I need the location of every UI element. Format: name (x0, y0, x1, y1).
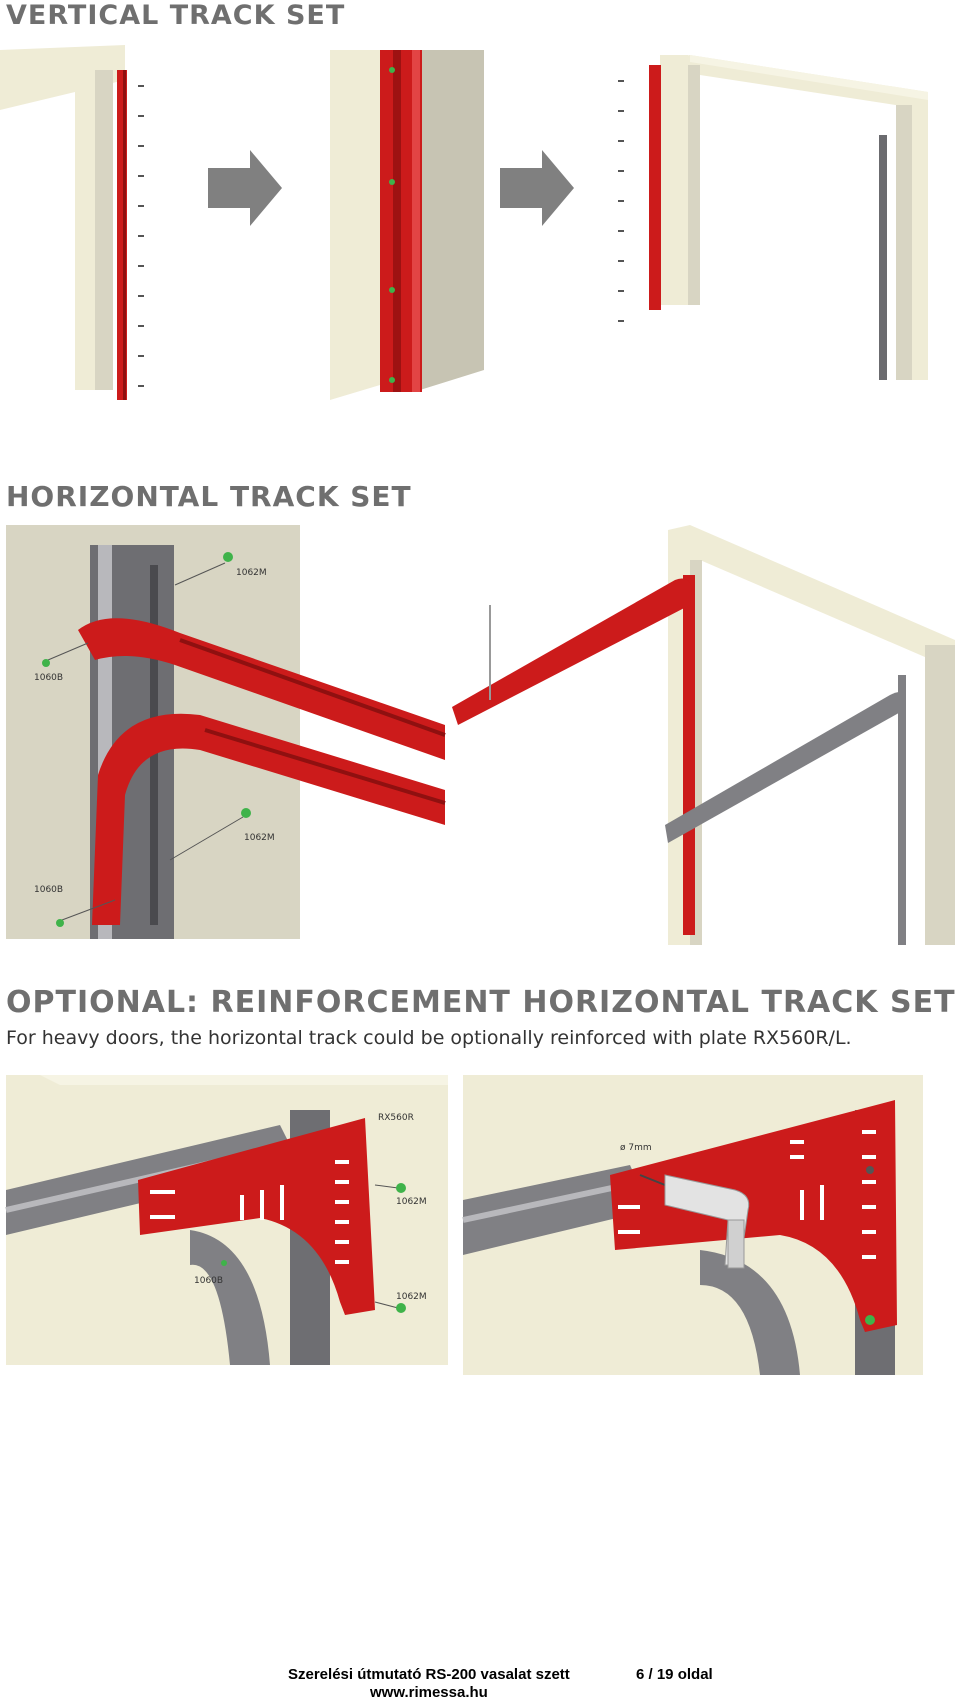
reinforcement-right-figure (462, 1075, 923, 1375)
arrow-right-icon (500, 150, 574, 226)
footer-url: www.rimessa.hu (370, 1684, 488, 1701)
callout-label: 1062M (396, 1292, 427, 1302)
horizontal-track-illustrations (6, 525, 955, 945)
vertical-step2-figure (330, 50, 484, 400)
horizontal-detail-figure (6, 525, 446, 939)
vertical-step3-figure (618, 55, 928, 380)
optional-reinforcement-title: OPTIONAL: REINFORCEMENT HORIZONTAL TRACK… (6, 985, 956, 1020)
horizontal-track-set-title: HORIZONTAL TRACK SET (6, 480, 412, 513)
callout-label: 1060B (194, 1276, 224, 1286)
optional-reinforcement-note: For heavy doors, the horizontal track co… (6, 1027, 852, 1049)
drill-icon (639, 1174, 750, 1269)
horizontal-overview-figure (452, 525, 955, 945)
callout-label: 1062M (244, 833, 275, 843)
arrow-right-icon (208, 150, 282, 226)
vertical-track-set-title: VERTICAL TRACK SET (6, 0, 346, 31)
callout-label: 1060B (34, 673, 64, 683)
footer-page-number: 6 / 19 oldal (636, 1666, 713, 1683)
callout-label: ø 7mm (620, 1143, 652, 1153)
callout-label: RX560R (378, 1113, 414, 1123)
callout-label: 1060B (34, 885, 64, 895)
callout-label: 1062M (236, 568, 267, 578)
reinforcement-illustrations (5, 1075, 923, 1375)
vertical-step1-figure (0, 45, 144, 400)
vertical-track-illustrations (0, 45, 928, 400)
footer-manual-title: Szerelési útmutató RS-200 vasalat szett (288, 1666, 570, 1683)
callout-label: 1062M (396, 1197, 427, 1207)
reinforcement-left-figure (5, 1075, 448, 1365)
